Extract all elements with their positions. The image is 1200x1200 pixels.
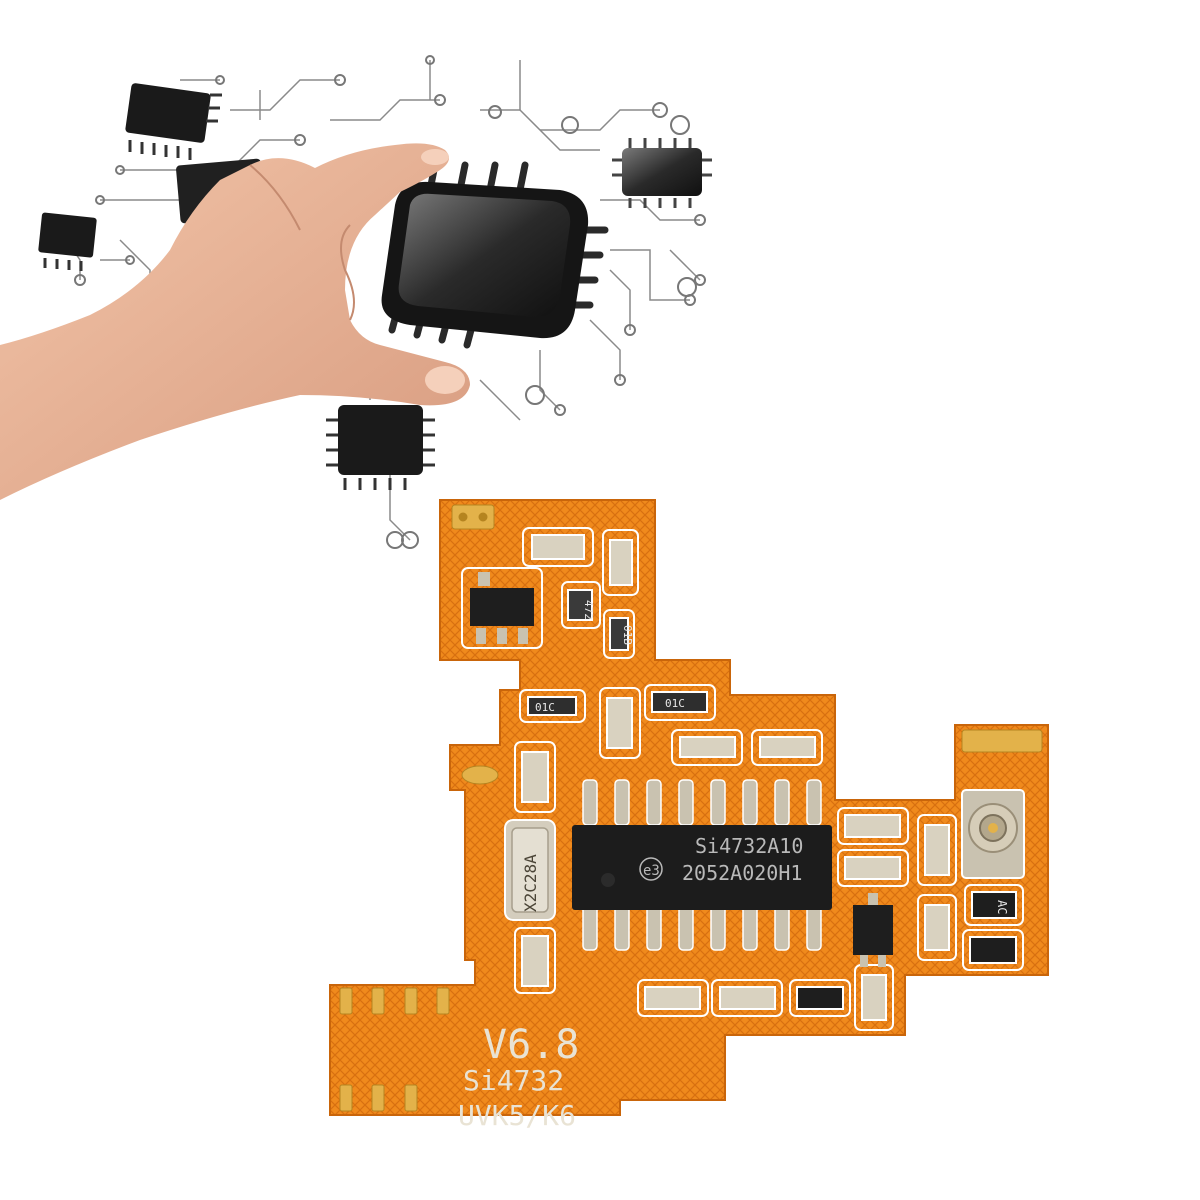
hand-illustration	[0, 143, 470, 501]
main-ic	[572, 779, 832, 951]
resistor-label-4: 01C	[665, 697, 685, 710]
transistor-sot23	[853, 893, 893, 967]
microchip-icon	[381, 161, 609, 349]
board-version-label: V6.8	[483, 1022, 579, 1068]
gold-contacts	[339, 504, 1043, 1112]
ic-lot-code: 2052A020H1	[682, 861, 802, 885]
circuit-schematic	[59, 60, 701, 541]
small-chip-right	[612, 138, 712, 208]
passive-components	[514, 527, 1024, 1031]
small-chip-bottom	[326, 405, 435, 490]
resistor-label-2: 01B	[621, 625, 634, 645]
board-chip-label: Si4732	[463, 1064, 564, 1097]
crystal-label: X2C28A	[521, 854, 540, 912]
resistor-label-1: 472	[582, 600, 595, 620]
rf-connector	[961, 789, 1025, 879]
ic-part-number: Si4732A10	[695, 834, 803, 858]
resistor-label-3: 01C	[535, 701, 555, 714]
diode-label: AC	[995, 900, 1009, 914]
small-chip-top-left	[125, 83, 222, 160]
small-chip-left	[38, 212, 97, 271]
board-model-label: UVK5/K6	[458, 1099, 576, 1132]
ic-mark: e3	[643, 863, 660, 879]
transistor-sot223	[461, 567, 543, 649]
crystal-oscillator	[504, 819, 556, 921]
schematic-vias	[74, 55, 706, 549]
